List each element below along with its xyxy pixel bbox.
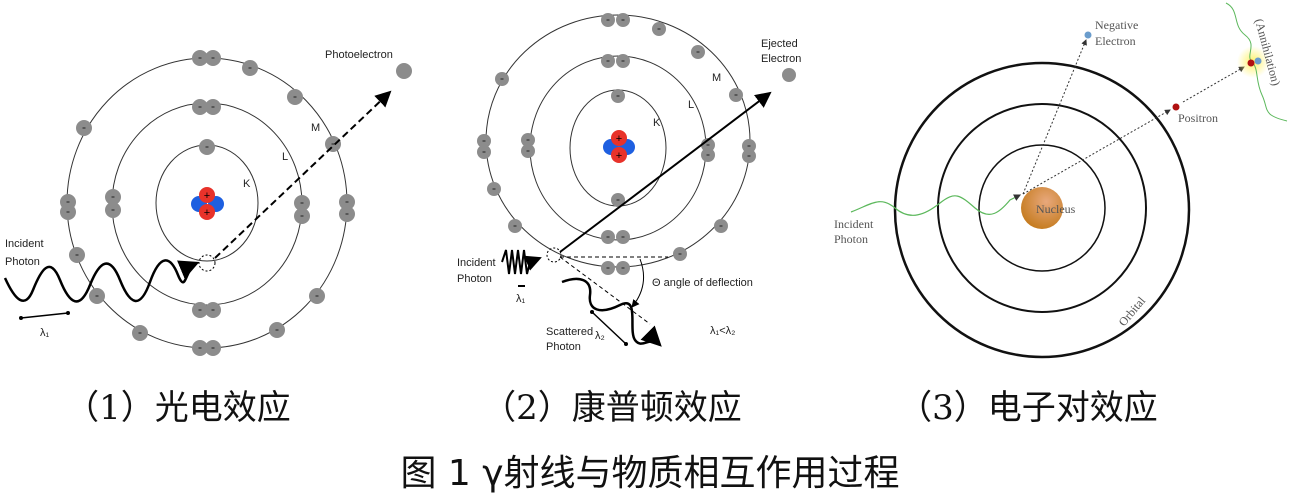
label-positron: Positron <box>1178 111 1218 125</box>
photoelectron <box>396 63 412 79</box>
caption-pair-production: （3）电子对效应 <box>898 388 1158 428</box>
photoelectron-path <box>214 90 392 259</box>
label-incident: Incident <box>5 238 44 250</box>
caption-compton: （2）康普顿效应 <box>482 388 742 428</box>
pair-production-panel: Negative Electron Positron (Annihilation… <box>834 2 1288 359</box>
nucleus <box>1021 187 1063 229</box>
vacancy <box>198 254 216 272</box>
diagram-canvas: ++ Photoelectron Incident Photon λ₁ K L … <box>3 2 1288 359</box>
label-electron: Electron <box>1095 34 1136 48</box>
label-lambda1: λ₁ <box>40 327 50 339</box>
label-k: K <box>243 178 251 190</box>
figure-title: 图 1 γ射线与物质相互作用过程 <box>400 453 900 494</box>
negative-electron <box>1084 31 1092 39</box>
positron <box>1172 103 1180 111</box>
label-m: M <box>311 122 320 134</box>
label-m: M <box>712 72 721 84</box>
compton-panel: ++ Ejected Electron Incident Photon λ₁ λ… <box>457 13 801 353</box>
svg-text:+: + <box>616 133 622 145</box>
caption-photoelectric: （1）光电效应 <box>65 388 291 428</box>
label-incident: Incident <box>834 217 874 231</box>
label-lambda2: λ₂ <box>595 330 605 342</box>
electrons <box>477 13 756 275</box>
incident-photon-wave <box>850 194 1022 216</box>
label-scattered: Scattered <box>546 326 593 338</box>
label-angle: Θ angle of deflection <box>652 277 753 289</box>
label-orbital: Orbital <box>1116 293 1149 329</box>
label-photoelectron: Photoelectron <box>325 49 393 61</box>
label-electron: Electron <box>761 53 801 65</box>
svg-text:+: + <box>616 150 622 162</box>
photoelectric-panel: ++ Photoelectron Incident Photon λ₁ K L … <box>3 49 412 356</box>
label-incident: Incident <box>457 257 496 269</box>
label-negative: Negative <box>1095 18 1138 32</box>
label-l: L <box>282 151 288 163</box>
label-relation: λ₁<λ₂ <box>710 325 735 337</box>
label-l: L <box>688 99 694 111</box>
svg-text:+: + <box>204 207 210 219</box>
label-ejected: Ejected <box>761 38 798 50</box>
nucleus: ++ <box>191 187 224 220</box>
electrons <box>60 50 355 356</box>
label-photon: Photon <box>5 256 40 268</box>
label-photon: Photon <box>457 273 492 285</box>
label-k: K <box>653 117 661 129</box>
label-lambda1: λ₁ <box>516 293 526 305</box>
label-photon: Photon <box>834 232 868 246</box>
nucleus: ++ <box>603 130 635 163</box>
label-scattered-photon: Photon <box>546 341 581 353</box>
incident-photon-wave <box>3 259 200 303</box>
svg-text:+: + <box>204 190 210 202</box>
label-nucleus: Nucleus <box>1036 202 1076 216</box>
